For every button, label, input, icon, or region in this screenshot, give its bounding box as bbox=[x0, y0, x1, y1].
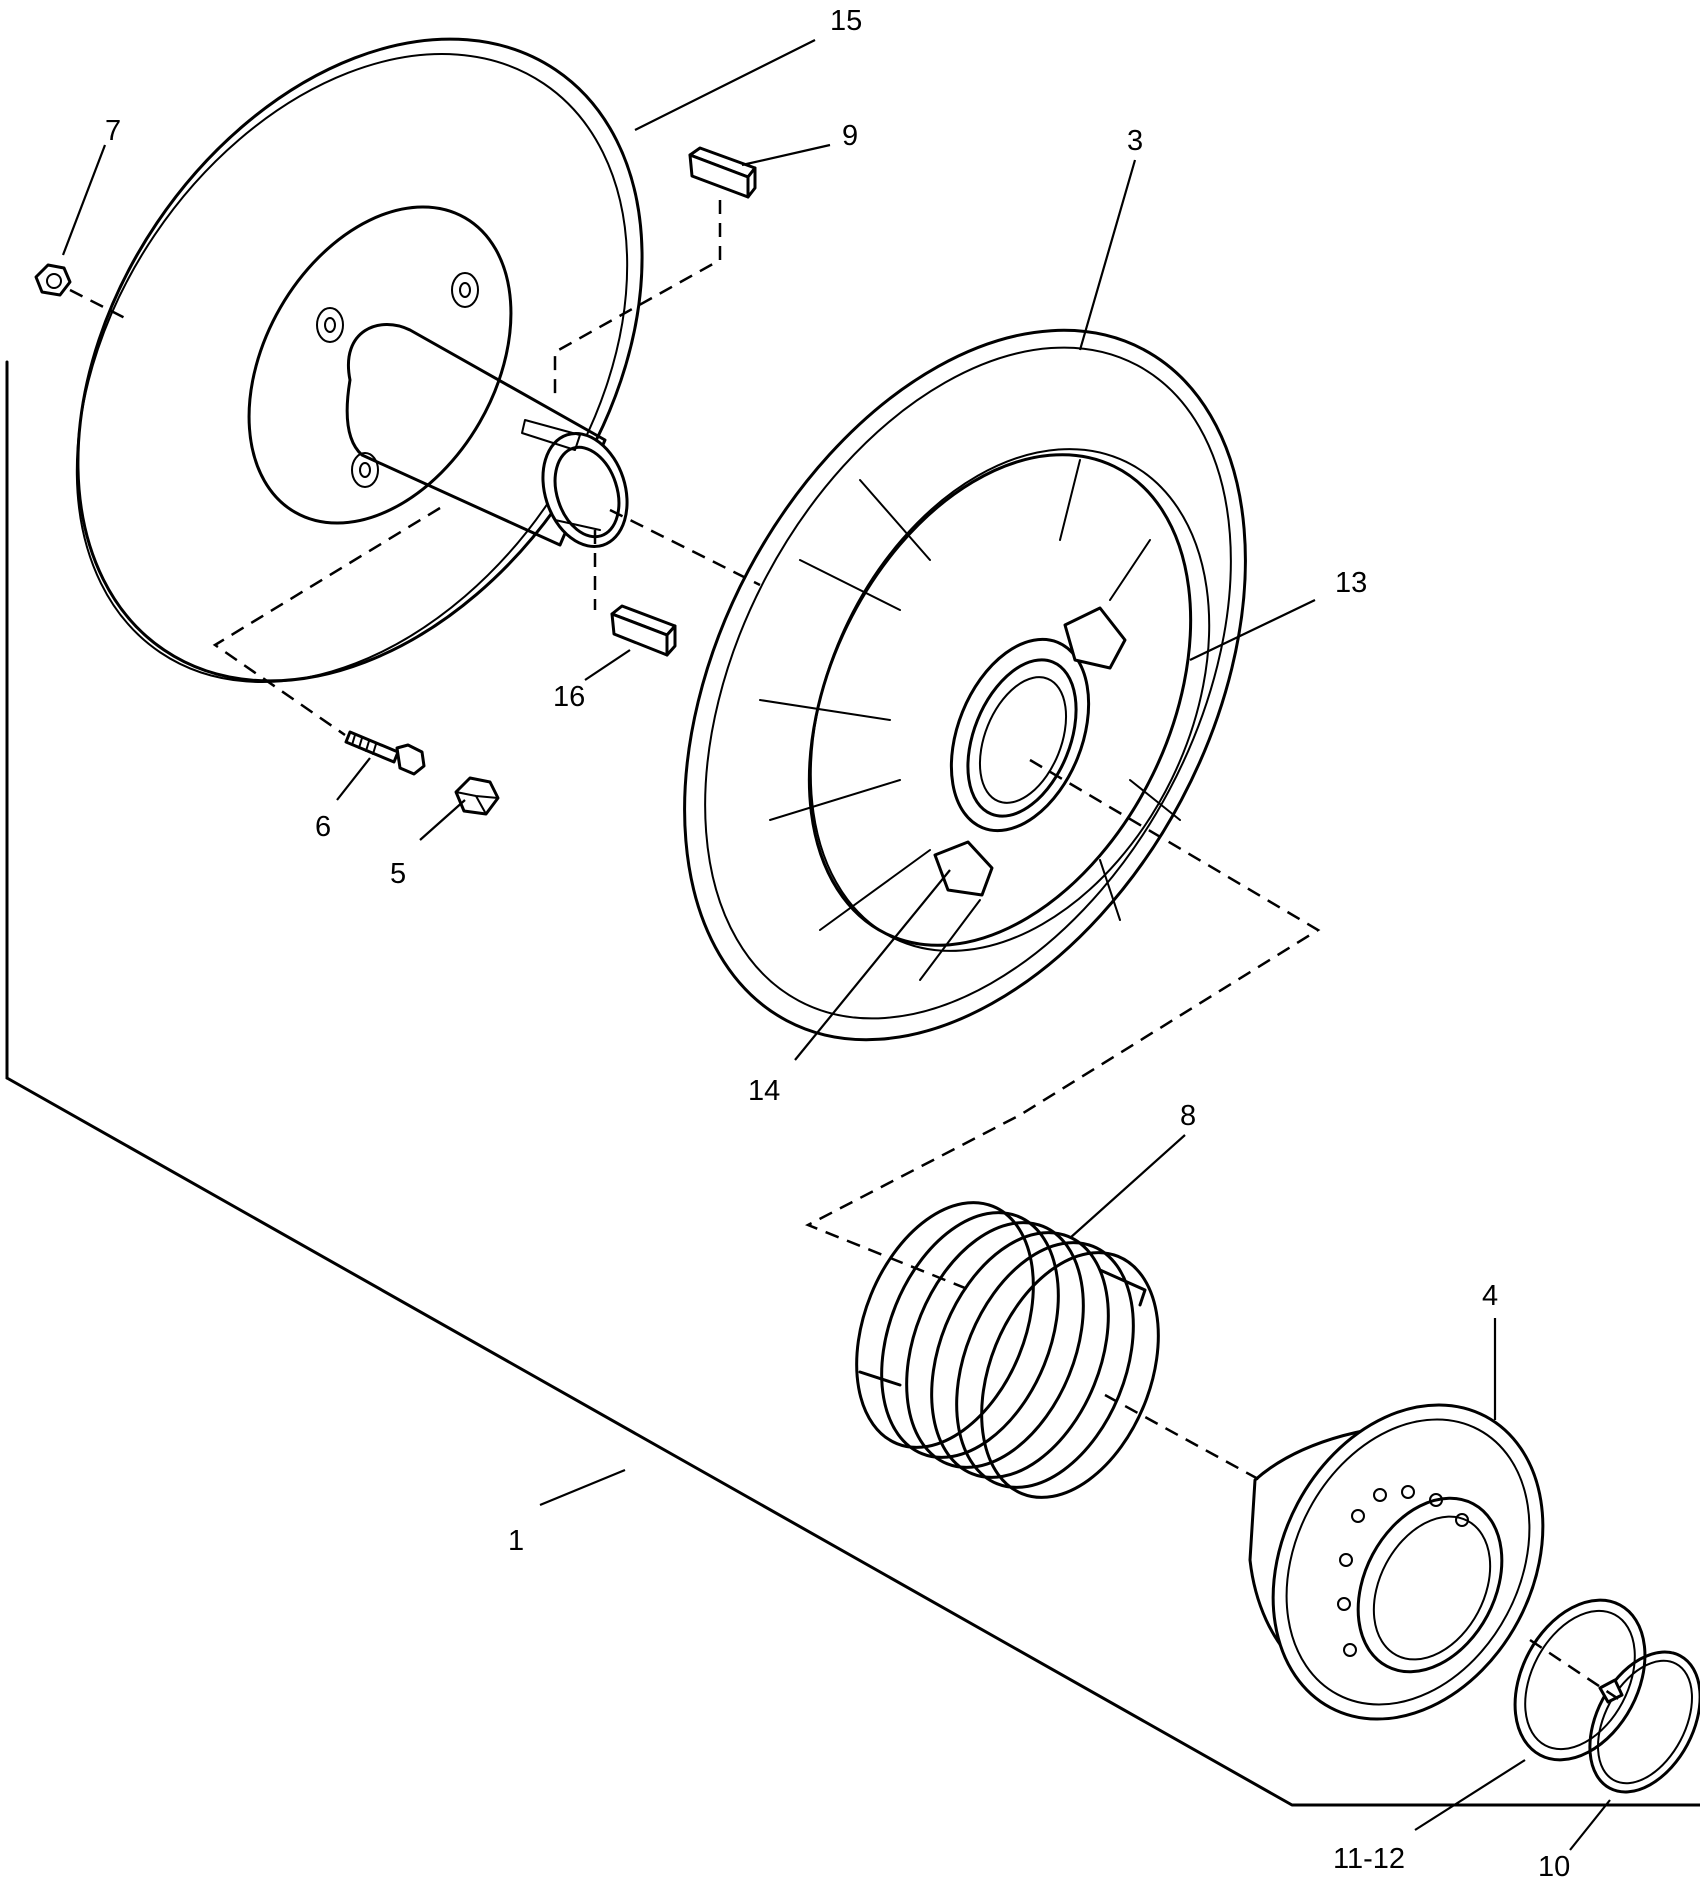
leader-1 bbox=[539, 1468, 626, 1507]
leader-lines bbox=[61, 39, 1611, 1851]
callout-labels: 15 7 9 3 13 16 6 5 14 8 4 1 11-12 10 bbox=[105, 5, 1570, 1883]
callout-11-12: 11-12 bbox=[1333, 1843, 1405, 1875]
leader-10 bbox=[1569, 1799, 1611, 1851]
leader-7 bbox=[61, 144, 107, 256]
callout-9: 9 bbox=[842, 120, 858, 152]
leader-13 bbox=[1189, 599, 1316, 661]
callout-7: 7 bbox=[105, 115, 121, 147]
leader-11-12 bbox=[1414, 1759, 1526, 1831]
fixed-sheave-part-15 bbox=[75, 37, 644, 683]
callout-5: 5 bbox=[390, 858, 406, 890]
callout-1: 1 bbox=[508, 1525, 524, 1557]
callout-14: 14 bbox=[748, 1075, 780, 1107]
callout-3: 3 bbox=[1127, 125, 1143, 157]
housing-part-1 bbox=[5, 360, 1700, 1807]
spring-part-8 bbox=[855, 1201, 1160, 1499]
callout-16: 16 bbox=[553, 681, 585, 713]
leader-5 bbox=[419, 799, 466, 841]
leader-9 bbox=[741, 143, 831, 167]
assembly-dashed-lines bbox=[69, 200, 1621, 1702]
callout-13: 13 bbox=[1335, 567, 1367, 599]
leader-8 bbox=[1069, 1134, 1186, 1239]
callout-4: 4 bbox=[1482, 1280, 1498, 1312]
callout-6: 6 bbox=[315, 811, 331, 843]
leader-16 bbox=[584, 649, 631, 681]
circlip-part-10 bbox=[1588, 1650, 1700, 1794]
nut-part-7 bbox=[34, 263, 72, 297]
leader-3 bbox=[1078, 159, 1137, 351]
callout-10: 10 bbox=[1538, 1851, 1570, 1883]
movable-sheave-part-3 bbox=[683, 328, 1247, 1042]
hex-nut-part-5 bbox=[454, 776, 500, 816]
key-part-16 bbox=[610, 604, 677, 657]
ring-part-11-12 bbox=[1513, 1598, 1647, 1762]
key-part-9 bbox=[688, 146, 757, 199]
leader-15 bbox=[634, 39, 816, 131]
leader-6 bbox=[336, 757, 371, 801]
bolt-part-6 bbox=[344, 730, 426, 776]
leader-14 bbox=[794, 869, 951, 1061]
cam-part-4 bbox=[1248, 1403, 1545, 1721]
callout-15: 15 bbox=[830, 5, 862, 37]
callout-8: 8 bbox=[1180, 1100, 1196, 1132]
